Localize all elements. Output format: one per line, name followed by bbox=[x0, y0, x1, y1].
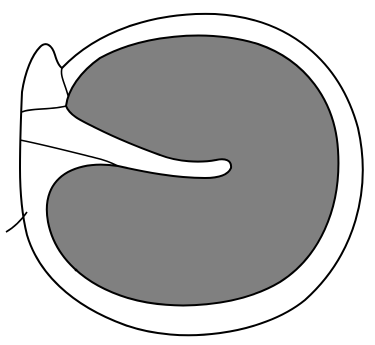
hilum-region bbox=[22, 68, 69, 112]
dot-mark bbox=[75, 269, 78, 272]
embryo-body bbox=[47, 36, 339, 306]
radicle-channel-line bbox=[20, 140, 118, 166]
